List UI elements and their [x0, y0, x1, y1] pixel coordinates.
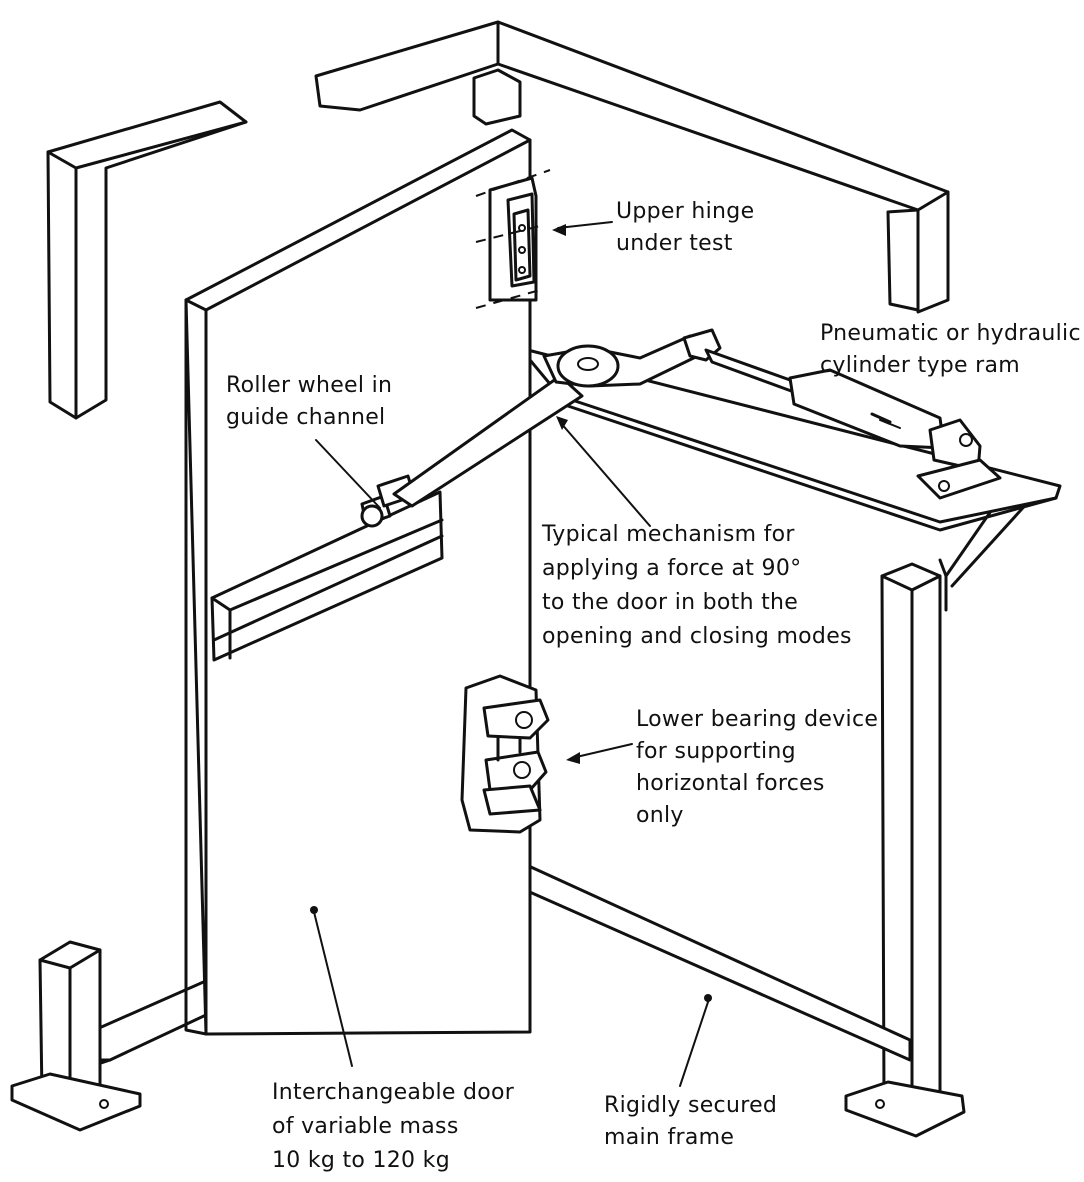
door-label-line: Interchangeable door	[272, 1080, 515, 1105]
lower-bearing-label-line: Lower bearing device	[636, 707, 879, 732]
guide-channel	[210, 490, 444, 662]
roller-label-line: guide channel	[226, 405, 386, 430]
mechanism-label-line: opening and closing modes	[542, 624, 852, 649]
roller-label: Roller wheel in guide channel	[226, 370, 392, 434]
leader-lines	[313, 221, 901, 1087]
roller-label-line: Roller wheel in	[226, 373, 393, 398]
upper-hinge-label: Upper hinge under test	[616, 196, 754, 260]
upper-left-frame	[46, 100, 248, 420]
door-label-line: 10 kg to 120 kg	[272, 1148, 450, 1173]
frame-label-line: Rigidly secured	[604, 1093, 778, 1118]
mechanism-label-line: applying a force at 90°	[542, 556, 802, 581]
lower-bearing-label-line: horizontal forces	[636, 771, 825, 796]
upper-hinge-label-line: Upper hinge	[616, 199, 755, 224]
upper-hinge	[475, 169, 551, 309]
arrow-heads	[310, 224, 712, 1002]
frame-label-line: main frame	[604, 1125, 735, 1150]
ram-label-line: Pneumatic or hydraulic	[820, 321, 1081, 346]
top-back-frame	[314, 20, 950, 314]
frame-label: Rigidly secured main frame	[604, 1090, 777, 1154]
right-post	[844, 562, 966, 1138]
left-post	[10, 940, 142, 1132]
mechanism-label-line: to the door in both the	[542, 590, 799, 615]
lower-bearing-device	[460, 674, 550, 834]
lower-bearing-label-line: for supporting	[636, 739, 796, 764]
ram-support-bracket	[938, 496, 1032, 612]
lower-bearing-label: Lower bearing device for supporting hori…	[636, 704, 878, 832]
ram-label: Pneumatic or hydraulic cylinder type ram	[820, 318, 1081, 382]
door-label-line: of variable mass	[272, 1114, 459, 1139]
force-mechanism	[392, 328, 1002, 508]
lower-bearing-label-line: only	[636, 803, 684, 828]
upper-hinge-label-line: under test	[616, 231, 733, 256]
ram-label-line: cylinder type ram	[820, 353, 1021, 378]
mechanism-label: Typical mechanism for applying a force a…	[542, 518, 852, 654]
mechanism-label-line: Typical mechanism for	[542, 522, 795, 547]
door-label: Interchangeable door of variable mass 10…	[272, 1076, 514, 1178]
